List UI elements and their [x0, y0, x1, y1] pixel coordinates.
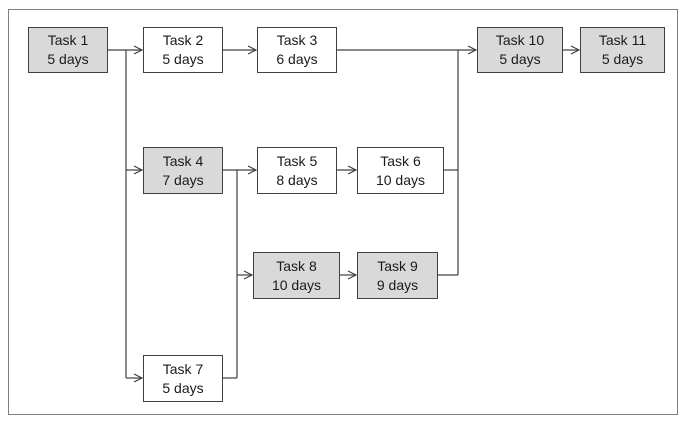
task-name: Task 8: [276, 257, 317, 274]
task-name: Task 10: [495, 32, 545, 48]
task-duration: 10 days: [375, 171, 426, 188]
task-node-2: Task 2 5 days: [143, 27, 223, 73]
task-duration: 7 days: [162, 171, 204, 188]
diagram-frame: [8, 9, 678, 415]
task-duration: 5 days: [499, 51, 541, 67]
task-node-5: Task 5 8 days: [257, 147, 337, 194]
task-node-1: Task 1 5 days: [28, 27, 108, 73]
task-duration: 10 days: [271, 276, 322, 293]
task-node-11: Task 11 5 days: [580, 27, 665, 73]
task-node-10: Task 10 5 days: [477, 27, 563, 73]
task-node-8: Task 8 10 days: [253, 252, 340, 299]
task-name: Task 6: [380, 152, 421, 169]
task-name: Task 9: [377, 257, 418, 274]
task-node-3: Task 3 6 days: [257, 27, 337, 73]
task-duration: 5 days: [601, 51, 644, 67]
task-node-7: Task 7 5 days: [143, 355, 223, 402]
task-duration: 5 days: [162, 379, 204, 396]
task-duration: 9 days: [376, 276, 419, 293]
task-node-6: Task 6 10 days: [357, 147, 444, 194]
task-name: Task 1: [47, 32, 89, 48]
task-name: Task 3: [276, 32, 318, 48]
task-name: Task 5: [276, 152, 318, 169]
task-duration: 5 days: [47, 51, 89, 67]
task-duration: 5 days: [162, 51, 204, 67]
task-node-4: Task 4 7 days: [143, 147, 223, 194]
task-duration: 6 days: [276, 51, 318, 67]
task-node-9: Task 9 9 days: [357, 252, 438, 299]
task-name: Task 7: [162, 360, 204, 377]
task-duration: 8 days: [276, 171, 318, 188]
task-name: Task 2: [162, 32, 204, 48]
task-name: Task 4: [162, 152, 204, 169]
task-name: Task 11: [598, 32, 647, 48]
